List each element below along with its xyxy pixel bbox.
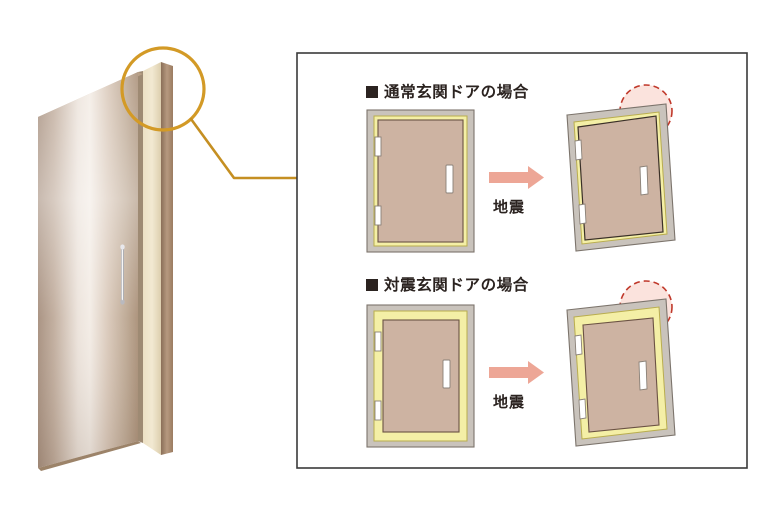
quake-door-row <box>366 280 676 448</box>
quake-after-handle <box>638 360 648 391</box>
bullet-square-icon <box>366 279 378 291</box>
callout-leader-line <box>189 117 299 180</box>
arrow-shape <box>489 166 544 189</box>
normal-after-handle <box>639 165 649 196</box>
quake-after-hinge-top <box>574 334 583 356</box>
quake-before-handle <box>442 359 451 389</box>
heading-quake-door: 対震玄関ドアの場合 <box>366 273 529 295</box>
normal-before-hinge-bottom <box>374 205 382 226</box>
arrow-shape <box>489 361 544 384</box>
quake-door-after <box>566 280 676 447</box>
quake-before-hinge-bottom <box>374 400 382 421</box>
heading-normal-door-label: 通常玄関ドアの場合 <box>384 84 529 101</box>
earthquake-arrow-quake <box>489 361 544 384</box>
door-frame-shadow-line <box>138 71 143 443</box>
normal-before-handle <box>445 164 454 194</box>
quake-after-hinge-bottom <box>578 398 587 420</box>
normal-after-door-panel <box>577 115 664 241</box>
normal-after-hinge-bottom <box>578 203 587 225</box>
quake-door-before <box>366 304 475 448</box>
bullet-square-icon <box>366 86 378 98</box>
normal-before-hinge-top <box>374 136 382 157</box>
door-slab-face-sheen <box>38 72 138 468</box>
heading-normal-door: 通常玄関ドアの場合 <box>366 80 529 102</box>
quake-after-door-panel <box>582 317 660 433</box>
arrow-label-normal: 地震 <box>493 200 526 216</box>
earthquake-arrow-normal <box>489 166 544 189</box>
normal-door-after <box>566 84 676 252</box>
quake-before-hinge-top <box>374 331 382 352</box>
door-frame-clearance-strip <box>143 62 161 455</box>
normal-door-before <box>366 109 475 253</box>
door-slab-bottom-edge <box>38 441 141 471</box>
door-handle-highlight <box>122 249 124 301</box>
door-frame-outer-jamb <box>161 62 173 455</box>
normal-door-row <box>366 84 676 253</box>
door-handle-bottom-cap <box>120 299 125 305</box>
callout-magnifier-circle <box>120 46 206 132</box>
arrow-label-quake: 地震 <box>493 395 526 411</box>
entrance-door-3d-illustration <box>38 46 299 471</box>
heading-quake-door-label: 対震玄関ドアの場合 <box>384 277 529 294</box>
normal-after-hinge-top <box>574 139 583 161</box>
door-handle-top-cap <box>120 244 125 250</box>
